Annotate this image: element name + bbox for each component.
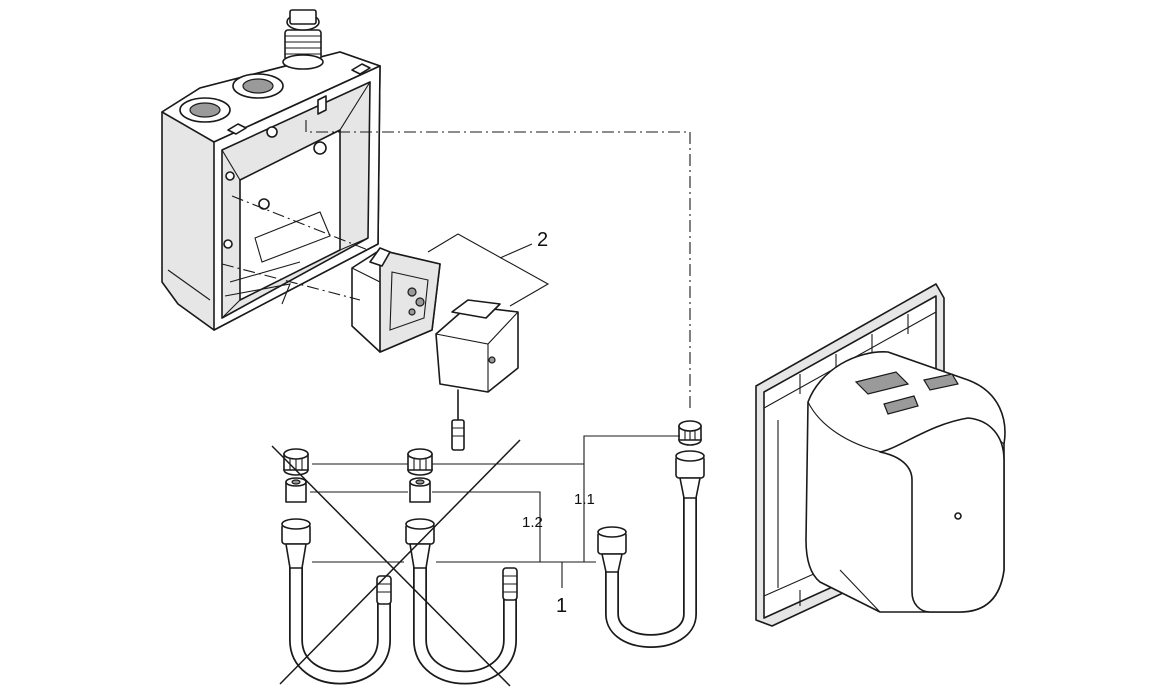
label-part-2: 2 [537, 229, 548, 251]
label-part-1-1: 1.1 [574, 491, 595, 508]
sleeve-left [285, 477, 307, 503]
axis-box-module [231, 195, 369, 251]
power-supply [435, 299, 519, 451]
cross-line-a [271, 445, 511, 687]
label-part-1-2: 1.2 [522, 514, 543, 531]
concealed-housing [755, 283, 1006, 627]
hose-assembly [597, 420, 705, 648]
nut-right [407, 448, 433, 476]
hose-set-crossed [271, 439, 521, 687]
nut-left [283, 448, 309, 476]
hose-left [281, 518, 392, 685]
control-module [351, 247, 441, 353]
leader-part-2 [427, 233, 550, 307]
leader-part-1-1 [312, 435, 680, 465]
hose-right [405, 518, 518, 685]
axis-box-module-lower [221, 263, 361, 301]
leader-part-1-2 [310, 491, 541, 562]
axis-box-valve [305, 120, 691, 412]
label-part-1: 1 [556, 595, 567, 617]
mounting-box [161, 9, 381, 331]
sleeve-right [409, 477, 431, 503]
leader-part-2-tail [499, 243, 533, 259]
